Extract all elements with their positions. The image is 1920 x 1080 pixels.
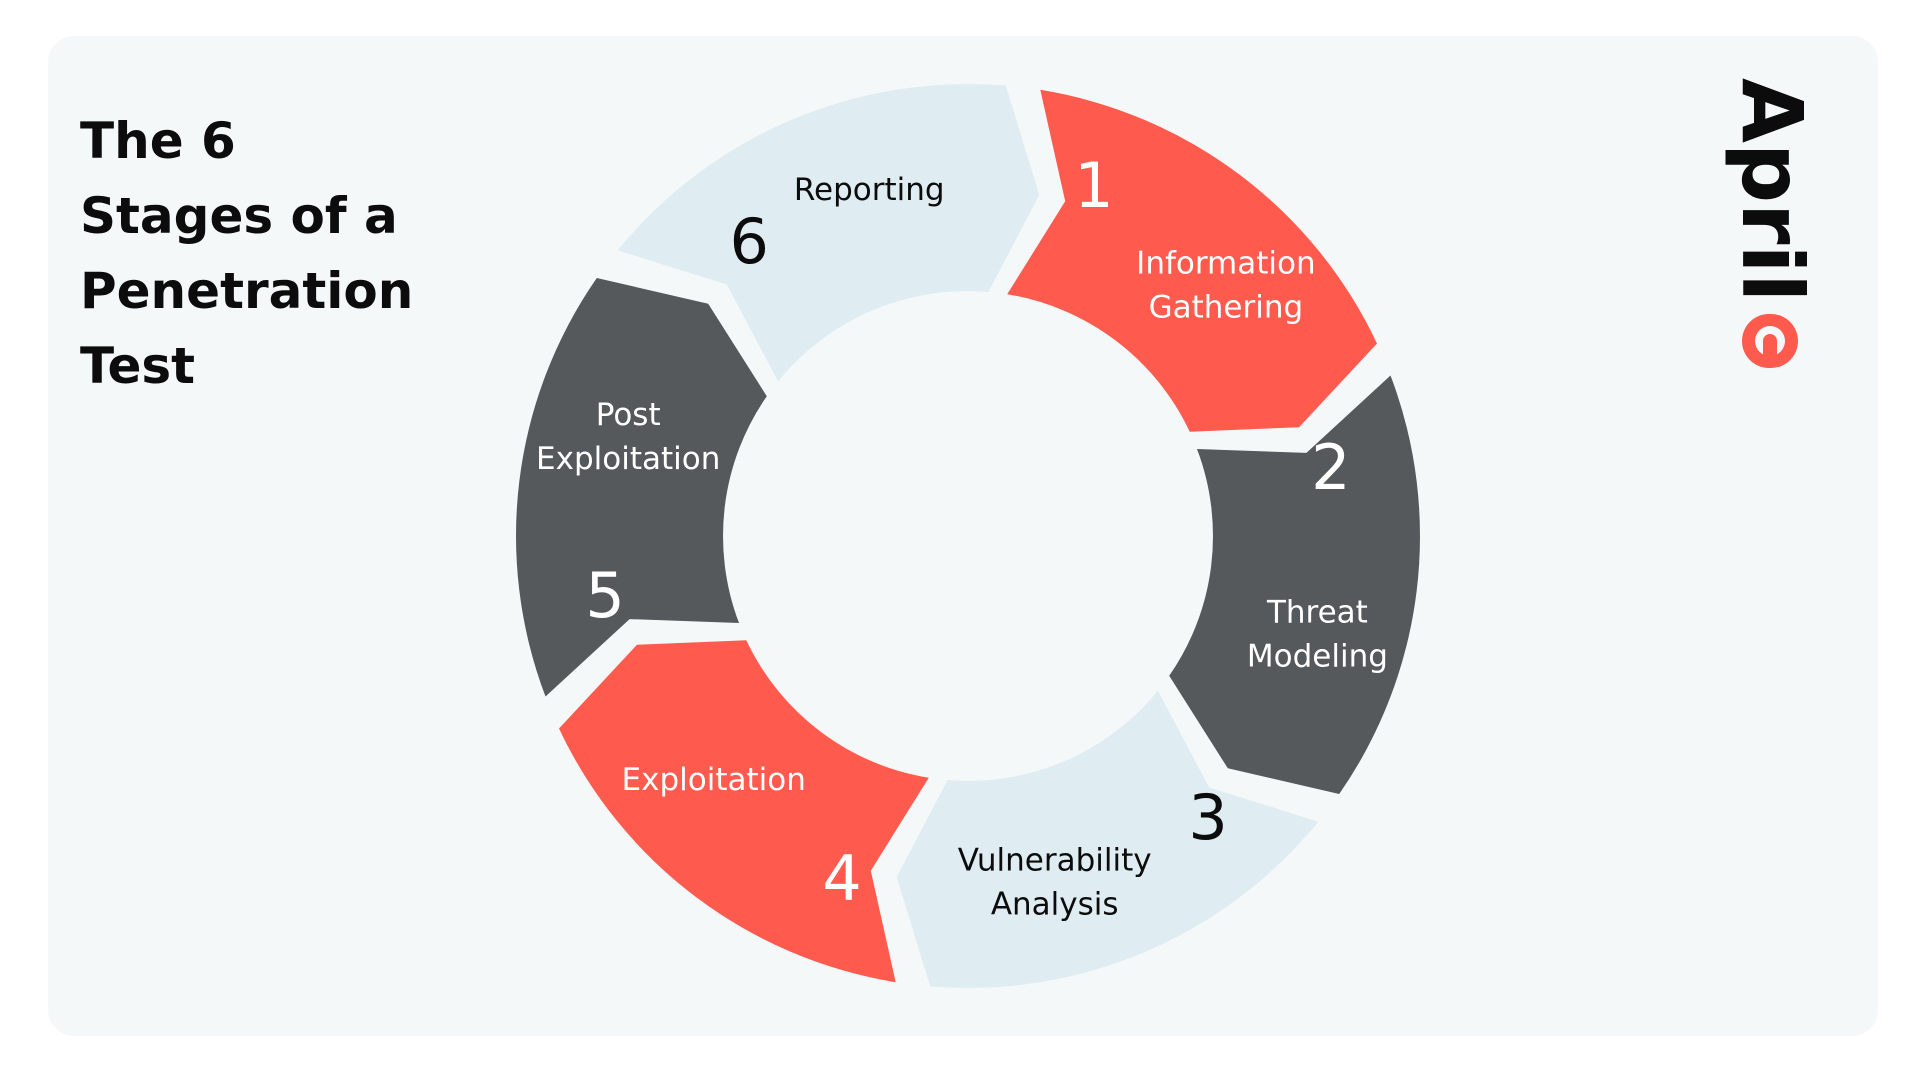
- brand-mark-icon: [1742, 314, 1798, 368]
- stage-1-label-line: Information: [1136, 246, 1315, 282]
- stage-3-segment: [896, 690, 1319, 988]
- stage-3-label-line: Vulnerability: [958, 842, 1152, 878]
- stage-3-label-line: Analysis: [991, 886, 1119, 922]
- stage-2-number: 2: [1311, 431, 1350, 504]
- stage-4-label-line: Exploitation: [622, 762, 806, 798]
- stage-4-segment: [559, 640, 929, 983]
- stage-2-label-line: Modeling: [1247, 639, 1388, 675]
- stage-5-number: 5: [585, 559, 624, 632]
- brand-wordmark: April: [1723, 78, 1821, 303]
- page-title: The 6 Stages of a Penetration Test: [80, 112, 414, 395]
- stage-6-label-line: Reporting: [794, 172, 945, 208]
- cycle-segments: [516, 84, 1420, 988]
- stage-6-number: 6: [729, 205, 768, 278]
- stage-3-number: 3: [1188, 781, 1227, 854]
- stage-1-segment: [1007, 89, 1377, 432]
- stage-4-number: 4: [822, 841, 861, 914]
- stage-1-number: 1: [1074, 149, 1113, 222]
- stage-1-label-line: Gathering: [1149, 290, 1304, 326]
- stage-5-label-line: Post: [596, 397, 661, 433]
- stage-5-label-line: Exploitation: [536, 441, 720, 477]
- stage-6-segment: [617, 84, 1040, 382]
- stage-5-segment: [516, 278, 767, 697]
- stage-2-label-line: Threat: [1266, 595, 1368, 631]
- stage-2-segment: [1169, 375, 1420, 794]
- brand-logo: April: [1723, 78, 1821, 378]
